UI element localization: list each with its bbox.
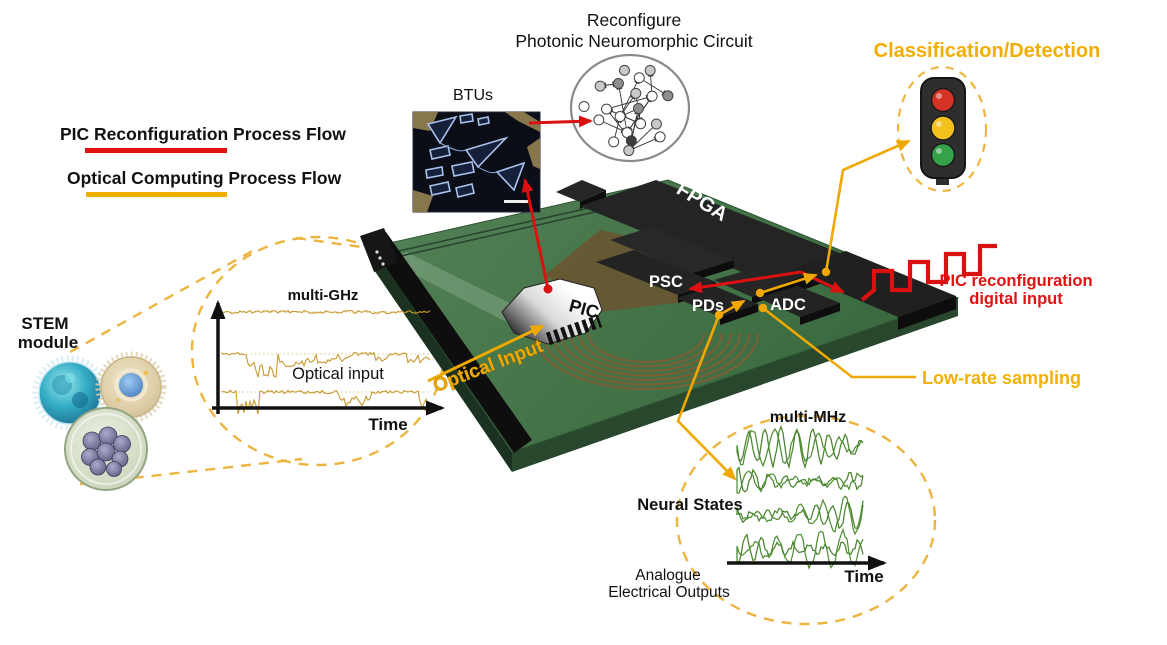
fiber-rail [368,232,532,453]
neural-states-label: Neural States [637,496,742,514]
stem-cells-illustration [32,351,167,491]
pcb-board [360,179,960,472]
digital-input-label-line2: digital input [969,290,1063,308]
figure-title-line1: Reconfigure [587,10,681,30]
classification-label: Classification/Detection [874,40,1101,62]
btu-microscope-image [412,111,541,213]
cell-icon-green [64,407,148,491]
optical-input-trace-label: Optical input [292,365,384,383]
chip-pic [501,278,603,346]
board-side-front [512,298,958,472]
red-node-pic [543,284,553,294]
chip-label-adc: ADC [770,296,806,314]
legend-item-reconfiguration: PIC Reconfiguration Process Flow [60,124,346,144]
legend-red-line [85,148,227,153]
digital-square-wave [860,243,997,302]
chip-label-psc: PSC [649,273,683,291]
chip-label-pds: PDs [692,297,724,315]
btu-structures [425,113,526,198]
multi-ghz-label: multi-GHz [288,287,359,304]
chip-adc [758,286,840,325]
analogue-outputs-label-line1: Analogue [635,567,701,584]
stem-module-label-line2: module [18,333,78,352]
fiber-connector [360,228,398,272]
yellow-nodes [714,267,831,320]
chip-psc-upper [610,227,734,281]
legend-yellow-line [86,192,227,197]
multi-mhz-label: multi-MHz [770,409,846,426]
neural-states-plot [727,425,887,571]
neural-output-bubble [675,414,937,626]
digital-input-label-line1: PIC reconfiguration [939,272,1092,290]
analogue-outputs-label-line2: Electrical Outputs [608,584,730,601]
low-rate-sampling-label: Low-rate sampling [922,368,1081,388]
neuromorphic-network-diagram [569,53,691,163]
time-axis-label-left: Time [368,415,407,434]
stem-module-label-line1: STEM [21,314,68,333]
figure-title-line2: Photonic Neuromorphic Circuit [515,31,752,51]
optical-input-plot [210,300,445,416]
traffic-light-bubble [896,65,988,193]
board-waveguide-channel [390,252,532,327]
traffic-light-icon [920,77,966,185]
scale-bar [504,200,528,203]
btu-label: BTUs [453,87,493,104]
yellow-flow-lines [427,139,916,481]
board-side-left [372,247,512,472]
legend-item-optical: Optical Computing Process Flow [67,168,342,188]
time-axis-label-bottom: Time [844,567,883,586]
